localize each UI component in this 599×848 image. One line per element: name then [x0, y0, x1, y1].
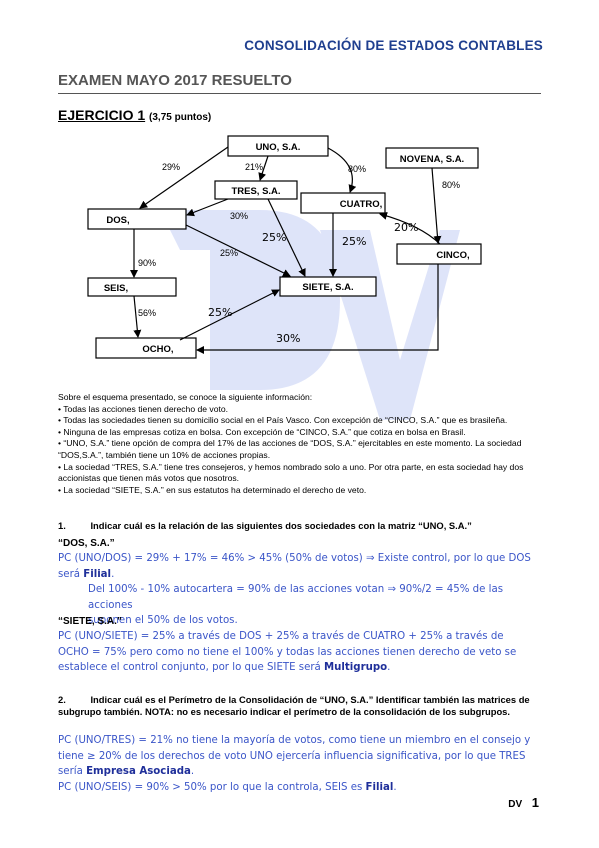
tres-line-3-end: .	[190, 766, 195, 777]
question-1-text: Indicar cuál es la relación de las sigui…	[90, 520, 472, 531]
answer-2: PC (UNO/TRES) = 21% no tiene la mayoría …	[58, 733, 544, 795]
exercise-name: EJERCICIO 1	[58, 107, 146, 123]
edge-label-cuatro-siete: 25%	[342, 235, 366, 248]
siete-answer: PC (UNO/SIETE) = 25% a través de DOS + 2…	[58, 629, 544, 676]
tres-line-1: PC (UNO/TRES) = 21% no tiene la mayoría …	[58, 735, 531, 746]
question-2-number: 2.	[58, 694, 66, 705]
arrow-cinco-ocho	[196, 264, 439, 354]
seis-line-end: .	[393, 781, 397, 793]
arrow-dos-siete	[185, 224, 291, 277]
edge-label-novena-cinco: 80%	[442, 180, 460, 190]
tres-line-3: sería Empresa Asociada.	[58, 764, 544, 780]
question-2-line-1: 2. Indicar cuál es el Perímetro de la Co…	[58, 694, 548, 706]
dos-section-title: “DOS, S.A.”	[58, 538, 115, 549]
arrow-seis-ocho	[133, 295, 142, 338]
node-box-seis	[87, 277, 177, 297]
edge-label-cinco-cuatro: 20%	[394, 221, 418, 234]
arrow-novena-cinco	[431, 167, 442, 244]
info-bullet: • Todas las sociedades tienen su domicil…	[58, 415, 508, 426]
ownership-diagram: UNO, S.A. TRES, S.A. DOS, CUATRO, NOVENA…	[87, 135, 482, 359]
dos-note-2: suponen el 50% de los votos.	[88, 615, 238, 626]
footer-logo-icon: DV	[508, 799, 523, 810]
exam-title: EXAMEN MAYO 2017 RESUELTO	[58, 72, 292, 89]
document-header: CONSOLIDACIÓN DE ESTADOS CONTABLES	[244, 38, 543, 53]
dos-line-2: será Filial.	[58, 567, 544, 583]
seis-line-text: PC (UNO/SEIS) = 90% > 50% por lo que la …	[58, 781, 366, 793]
node-label-cinco: CINCO,	[436, 250, 469, 261]
tres-line-2: tiene ≥ 20% de los derechos de voto UNO …	[58, 750, 526, 762]
dos-line-2-text: será	[58, 568, 84, 580]
edge-label-uno-cuatro: 80%	[348, 164, 366, 174]
node-box-cinco	[396, 243, 482, 265]
question-2-text: Indicar cuál es el Perímetro de la Conso…	[90, 694, 530, 705]
question-1-number: 1.	[58, 520, 66, 531]
question-2: 2. Indicar cuál es el Perímetro de la Co…	[58, 694, 548, 718]
node-box-tres	[214, 180, 298, 200]
node-label-uno: UNO, S.A.	[256, 142, 301, 153]
node-label-siete: SIETE, S.A.	[302, 282, 353, 293]
question-1: 1. Indicar cuál es la relación de las si…	[58, 520, 548, 532]
edge-label-dos-seis: 90%	[138, 258, 156, 268]
siete-section-title: “SIETE, S.A.”	[58, 616, 122, 627]
dos-note-1: Del 100% - 10% autocartera = 90% de las …	[88, 584, 504, 611]
info-intro: Sobre el esquema presentado, se conoce l…	[58, 392, 313, 402]
node-label-dos: DOS,	[106, 215, 129, 226]
page-number: 1	[531, 795, 539, 810]
siete-line-3-end: .	[387, 662, 391, 673]
node-label-cuatro: CUATRO,	[340, 199, 383, 210]
exercise-points: (3,75 puntos)	[149, 112, 212, 123]
arrow-uno-dos	[139, 146, 229, 209]
tres-line-3-text: sería	[58, 766, 87, 777]
node-box-cuatro	[300, 192, 386, 214]
dos-line-1: PC (UNO/DOS) = 29% + 17% = 46% > 45% (50…	[58, 553, 531, 564]
siete-line-1: PC (UNO/SIETE) = 25% a través de DOS + 2…	[58, 631, 504, 642]
node-box-dos	[87, 208, 187, 230]
siete-result: Multigrupo	[324, 662, 388, 673]
tres-result: Empresa Asociada	[86, 766, 191, 777]
dos-answer: PC (UNO/DOS) = 29% + 17% = 46% > 45% (50…	[58, 551, 544, 629]
seis-line: PC (UNO/SEIS) = 90% > 50% por lo que la …	[58, 780, 544, 796]
node-label-novena: NOVENA, S.A.	[400, 154, 464, 165]
info-bullet: • La sociedad “TRES, S.A.” tiene tres co…	[58, 461, 524, 484]
edge-label-ocho-siete: 25%	[208, 306, 232, 319]
question-2-line-2: subgrupo también. NOTA: no es necesario …	[58, 706, 510, 717]
siete-line-3: establece el control conjunto, por lo qu…	[58, 660, 544, 676]
arrow-uno-cuatro	[327, 147, 357, 193]
seis-result: Filial	[365, 781, 394, 793]
siete-line-2: OCHO = 75% pero como no tiene el 100% y …	[58, 646, 517, 658]
arrow-tres-siete	[267, 198, 306, 277]
arrow-ocho-siete	[179, 289, 280, 341]
info-bullet: • Ninguna de las empresas cotiza en bols…	[58, 426, 466, 437]
node-box-siete	[279, 276, 377, 297]
page-footer: DV 1	[508, 795, 539, 810]
arrow-tres-dos	[186, 198, 229, 217]
edge-label-dos-siete: 25%	[220, 248, 238, 258]
info-bullet: • “UNO, S.A.” tiene opción de compra del…	[58, 438, 522, 460]
edge-label-tres-dos: 30%	[230, 211, 248, 221]
info-bullet: • Todas las acciones tienen derecho de v…	[58, 403, 229, 414]
exercise-title: EJERCICIO 1 (3,75 puntos)	[58, 107, 211, 123]
edge-label-uno-tres: 21%	[245, 162, 263, 172]
dos-result: Filial	[83, 568, 112, 580]
edge-label-uno-dos: 29%	[162, 162, 180, 172]
node-label-tres: TRES, S.A.	[231, 186, 280, 197]
edge-label-cinco-ocho: 30%	[276, 332, 300, 345]
dos-line-2-end: .	[111, 568, 115, 580]
siete-line-3-text: establece el control conjunto, por lo qu…	[58, 662, 325, 673]
edge-label-tres-siete: 25%	[262, 231, 286, 244]
info-block: Sobre el esquema presentado, se conoce l…	[58, 392, 548, 496]
info-bullet: • La sociedad “SIETE, S.A.” en sus estat…	[58, 484, 367, 495]
arrow-cinco-cuatro	[379, 212, 441, 245]
title-divider	[58, 93, 541, 94]
node-box-uno	[227, 135, 329, 157]
arrow-uno-tres	[258, 155, 269, 181]
edge-label-seis-ocho: 56%	[138, 308, 156, 318]
node-label-ocho: OCHO,	[142, 344, 173, 355]
node-label-seis: SEIS,	[104, 283, 128, 294]
